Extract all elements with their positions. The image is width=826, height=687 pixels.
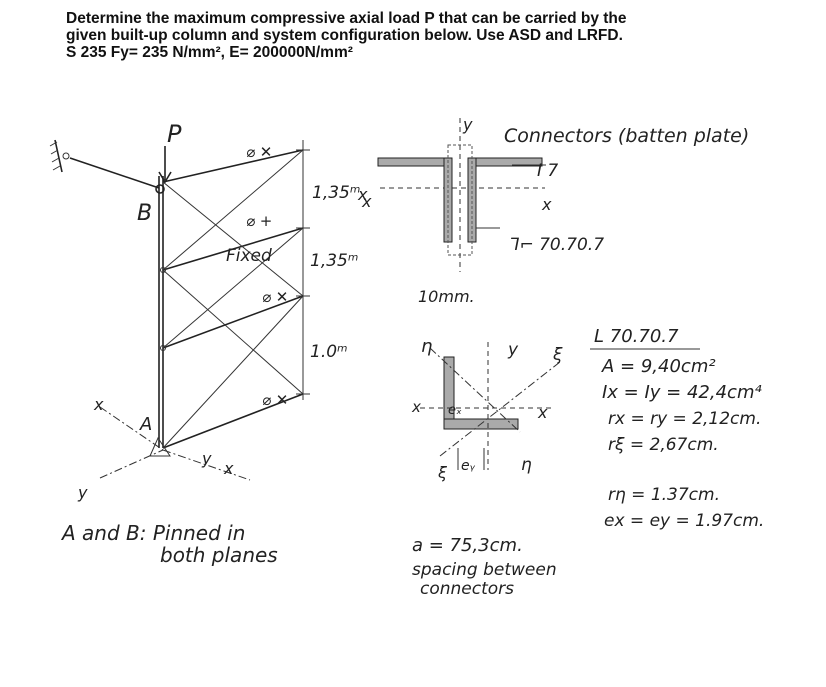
node-b-label: B xyxy=(137,201,152,226)
top-brace xyxy=(69,157,160,189)
elevation-axis-x: x xyxy=(357,185,368,204)
beam-2 xyxy=(162,227,304,271)
y-axis-base xyxy=(99,449,164,479)
seg3-length: 1.0ᵐ xyxy=(310,342,348,362)
xi-bottom: ξ xyxy=(437,463,448,482)
node-a-label: A xyxy=(139,414,152,435)
support-note-2: both planes xyxy=(160,543,278,567)
prop-eccentricity: ex = ey = 1.97cm. xyxy=(604,511,764,531)
fixed-label: Fixed xyxy=(226,246,272,266)
problem-line-3: S 235 Fy= 235 N/mm², E= 200000N/mm² xyxy=(66,44,353,61)
eta-bottom: η xyxy=(521,455,532,475)
connectors-label: Connectors (batten plate) xyxy=(504,125,749,147)
spacing-note-1: spacing between xyxy=(412,560,557,580)
axis-symbol-1: ⌀ ✕ xyxy=(246,143,272,161)
axis-symbol-3: ⌀ ✕ xyxy=(262,288,288,306)
prop-area: A = 9,40cm² xyxy=(601,356,716,377)
prop-radius-xi: rξ = 2,67cm. xyxy=(608,435,719,455)
section-y-label: y xyxy=(462,115,473,134)
angle-x-right: x xyxy=(537,403,548,422)
wall-support-icon xyxy=(49,139,70,173)
spacing-note-2: connectors xyxy=(420,579,514,599)
diagonal-5 xyxy=(162,269,304,395)
angle-label: ⅂⌐ 70.70.7 xyxy=(510,235,604,255)
batten-size: I 7 xyxy=(537,161,558,181)
beam-3 xyxy=(162,295,304,349)
spacing-value: a = 75,3cm. xyxy=(412,535,523,556)
section-properties: L 70.70.7 A = 9,40cm² Ix = Iy = 42,4cm⁴ … xyxy=(590,326,764,531)
prop-inertia: Ix = Iy = 42,4cm⁴ xyxy=(602,382,762,403)
prop-radius-xy: rx = ry = 2,12cm. xyxy=(608,409,761,429)
axis-symbol-4: ⌀ ✕ xyxy=(262,391,288,409)
diagonal-4 xyxy=(162,295,304,449)
axis-symbol-2: ⌀ + xyxy=(246,212,272,230)
right-axis-x: x xyxy=(223,459,234,478)
bottom-axis-y: y xyxy=(77,483,88,502)
prop-radius-eta: rη = 1.37cm. xyxy=(608,485,720,505)
batten-plate xyxy=(447,144,473,256)
beam-1 xyxy=(162,149,304,183)
angle-y-label: y xyxy=(507,340,519,360)
left-axis-x: x xyxy=(93,395,104,414)
eta-top: η xyxy=(421,336,432,357)
x-axis-base xyxy=(99,406,164,451)
xi-top: ξ xyxy=(552,345,563,365)
ex-label: eₓ xyxy=(448,403,462,418)
props-title: L 70.70.7 xyxy=(594,326,679,347)
section-x-label: x xyxy=(361,192,372,211)
right-web xyxy=(467,157,477,243)
section-x-label-right: x xyxy=(541,195,552,214)
x-axis-base-2 xyxy=(162,449,251,481)
column-elevation: ⌀ ✕ ⌀ + ⌀ ✕ ⌀ ✕ P B A 1,35ᵐ 1,35ᵐ 1.0ᵐ F… xyxy=(49,120,368,567)
seg1-length: 1,35ᵐ xyxy=(312,183,360,203)
diagonal-3 xyxy=(162,227,304,349)
angle-x-left: x xyxy=(411,398,421,416)
diagonal-1 xyxy=(162,181,304,297)
seg2-length: 1,35ᵐ xyxy=(310,251,358,271)
problem-line-2: given built-up column and system configu… xyxy=(66,27,623,44)
beam-4 xyxy=(162,393,304,449)
spacing-note: a = 75,3cm. spacing between connectors xyxy=(412,535,557,599)
ey-label: eᵧ xyxy=(461,458,476,474)
base-axis-y: y xyxy=(201,449,212,468)
support-note-1: A and B: Pinned in xyxy=(60,521,245,545)
gap-label: 10mm. xyxy=(418,287,475,306)
problem-statement: Determine the maximum compressive axial … xyxy=(66,10,786,61)
node-b-pin xyxy=(155,184,165,194)
diagonal-2 xyxy=(162,149,304,271)
load-label: P xyxy=(167,120,182,148)
problem-line-1: Determine the maximum compressive axial … xyxy=(66,10,627,27)
left-flange xyxy=(377,157,453,167)
builtup-section: y x x Connectors (batten plate) I 7 ⅂⌐ 7… xyxy=(361,115,749,306)
single-angle: η y ξ x x eₓ ξ eᵧ η xyxy=(411,336,563,482)
node-a-pin xyxy=(149,436,171,457)
